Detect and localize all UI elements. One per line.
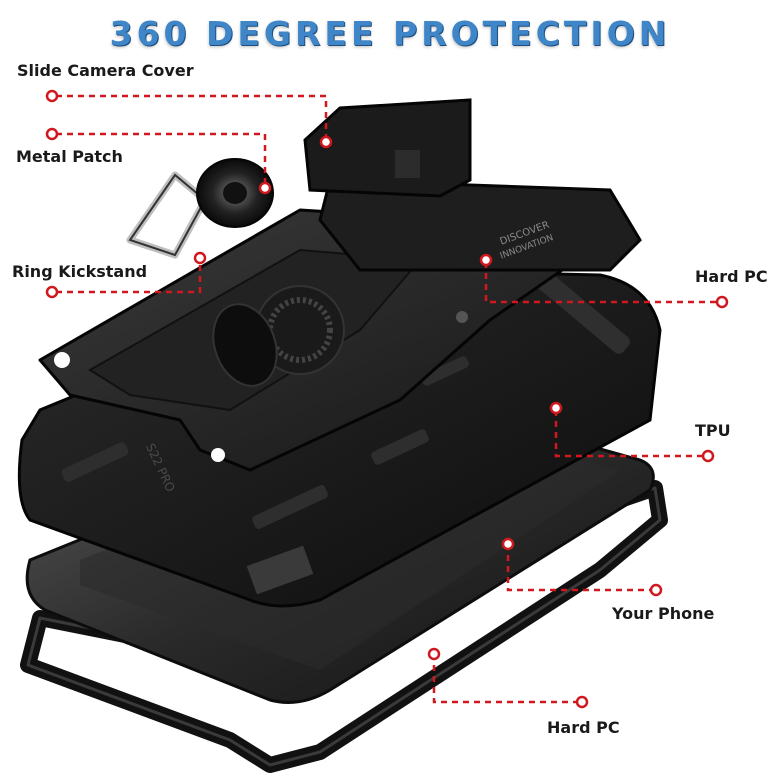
page-headline: 360 DEGREE PROTECTION — [109, 14, 671, 53]
callout-leaders — [56, 94, 722, 704]
label-slide-camera-cover: Slide Camera Cover — [17, 61, 194, 80]
label-hard-pc-top: Hard PC — [695, 267, 768, 286]
slide-camera-cover-part — [303, 98, 472, 198]
ring-kickstand-part — [126, 158, 274, 259]
label-tpu: TPU — [695, 421, 731, 440]
camera-slide-plate: DISCOVER INNOVATION — [318, 178, 642, 272]
callout-endpoints — [45, 89, 729, 709]
label-metal-patch: Metal Patch — [16, 147, 123, 166]
label-hard-pc-bottom: Hard PC — [547, 718, 620, 737]
label-ring-kickstand: Ring Kickstand — [12, 262, 148, 281]
label-your-phone: Your Phone — [612, 604, 715, 623]
